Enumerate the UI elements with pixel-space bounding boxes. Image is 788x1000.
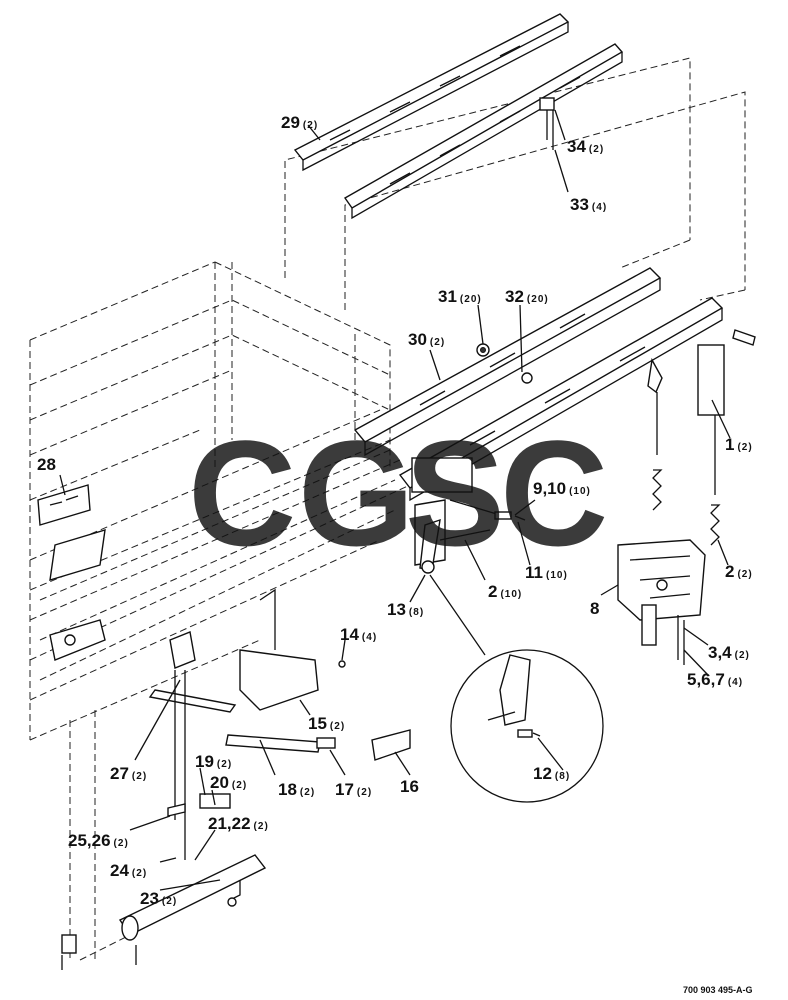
bottom-shaft: [61, 854, 267, 970]
watermark-letter-g: G: [298, 409, 415, 577]
callout-5-6-7: 5,6,7(4): [687, 670, 743, 689]
callout-3-4: 3,4(2): [708, 643, 750, 662]
frame-outline: [29, 57, 746, 961]
callout-8: 8: [590, 599, 599, 618]
callout-labels: 29(2) 34(2) 33(4) 31(20) 32(20) 30(2) 1(…: [37, 113, 753, 908]
callout-31: 31(20): [438, 287, 482, 306]
callout-17: 17(2): [335, 780, 372, 799]
rail-30: [353, 267, 756, 502]
watermark-letter-c2: C: [500, 409, 608, 577]
watermark-letter-s: S: [405, 409, 505, 577]
drawing-reference-code: 700 903 495-A-G: [683, 985, 753, 995]
callout-28: 28: [37, 455, 56, 474]
callout-16: 16: [400, 777, 419, 796]
callout-19: 19(2): [195, 752, 232, 771]
top-rail-29: [293, 13, 624, 220]
callout-20: 20(2): [210, 773, 247, 792]
watermark-letter-c1: C: [188, 409, 296, 577]
callout-23: 23(2): [140, 889, 177, 908]
callout-30: 30(2): [408, 330, 445, 349]
callout-11: 11(10): [525, 563, 568, 582]
callout-18: 18(2): [278, 780, 315, 799]
callout-27: 27(2): [110, 764, 147, 783]
callout-24: 24(2): [110, 861, 147, 880]
callout-9-10: 9,10(10): [533, 479, 591, 498]
callout-25-26: 25,26(2): [68, 831, 129, 850]
callout-2-ten: 2(10): [488, 582, 522, 601]
callout-21-22: 21,22(2): [208, 814, 269, 833]
left-assembly: [37, 484, 411, 860]
callout-34: 34(2): [567, 137, 604, 156]
callout-14: 14(4): [340, 625, 377, 644]
callout-12: 12(8): [533, 764, 570, 783]
watermark: C G S C: [188, 409, 608, 577]
leader-lines: [59, 109, 731, 891]
callout-29: 29(2): [281, 113, 318, 132]
callout-2-two: 2(2): [725, 562, 753, 581]
callout-13: 13(8): [387, 600, 424, 619]
detail-circle: [429, 574, 604, 803]
center-brackets: [411, 457, 526, 574]
callout-32: 32(20): [505, 287, 549, 306]
callout-15: 15(2): [308, 714, 345, 733]
right-assembly: [617, 344, 725, 665]
callout-1: 1(2): [725, 435, 753, 454]
callout-33: 33(4): [570, 195, 607, 214]
